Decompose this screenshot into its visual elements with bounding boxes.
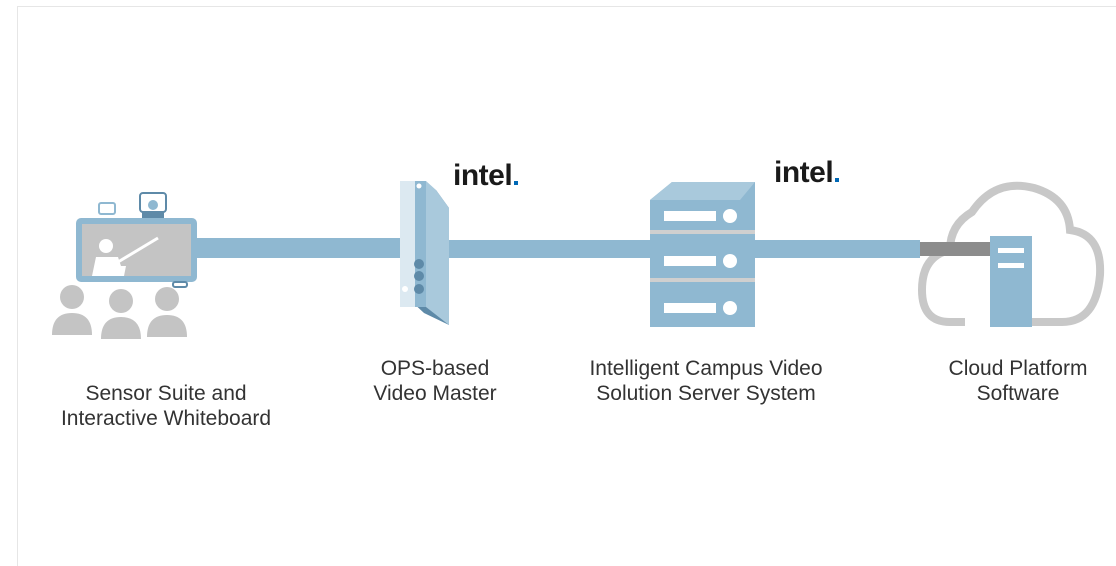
link-server-cloud xyxy=(755,240,920,258)
cloud-icon xyxy=(917,181,1105,327)
intel-logo-dot xyxy=(835,178,840,182)
link-whiteboard-ops xyxy=(195,238,410,258)
server-icon xyxy=(650,182,755,327)
diagram-frame xyxy=(17,6,1116,566)
label-sensor-suite: Sensor Suite and Interactive Whiteboard xyxy=(60,382,272,430)
audience-icon xyxy=(52,285,187,339)
label-cloud-platform: Cloud Platform Software xyxy=(948,357,1088,405)
intel-logo-dot xyxy=(514,181,519,185)
ops-device-icon xyxy=(400,181,449,325)
label-ops-video-master: OPS-based Video Master xyxy=(373,357,497,405)
whiteboard-icon xyxy=(76,192,197,288)
link-ops-server xyxy=(440,240,650,258)
intel-logo-server: intel xyxy=(774,158,840,188)
architecture-diagram xyxy=(52,181,1105,339)
intel-logo-ops: intel xyxy=(453,161,519,191)
label-server-system: Intelligent Campus Video Solution Server… xyxy=(589,357,823,405)
